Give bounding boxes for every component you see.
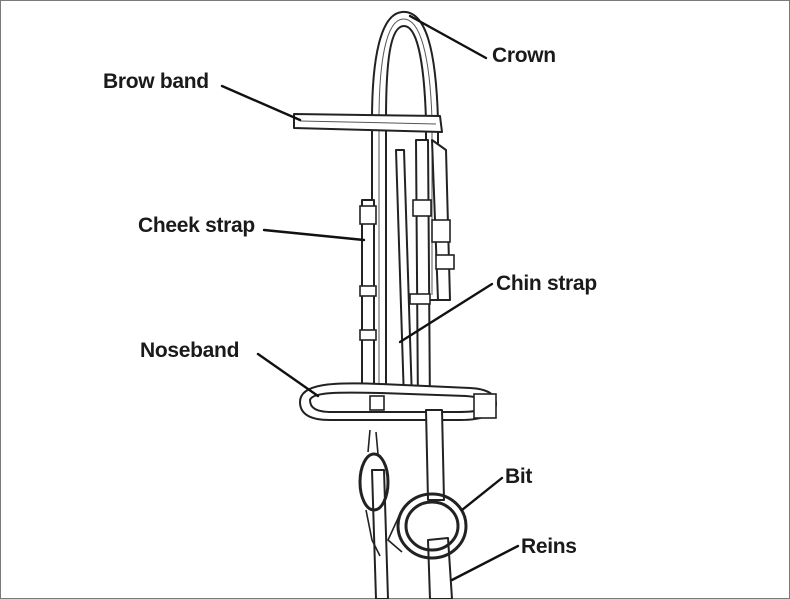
noseband-label: Noseband: [140, 339, 240, 362]
reins-leader: [450, 544, 520, 582]
crown-leader: [408, 14, 488, 60]
leader-lines: [220, 14, 520, 582]
noseband: [299, 382, 497, 421]
chin-strap-label: Chin strap: [496, 272, 597, 295]
chin-strap-leader: [398, 282, 494, 344]
cheek-strap-label: Cheek strap: [138, 214, 255, 237]
bit-label: Bit: [505, 465, 533, 488]
cheek-strap: [359, 199, 377, 401]
crown-label: Crown: [492, 44, 556, 67]
brow-band: [293, 113, 443, 133]
bit: [358, 429, 468, 560]
reins-label: Reins: [521, 535, 577, 558]
brow-band-label: Brow band: [103, 70, 209, 93]
noseband-leader: [256, 352, 320, 398]
brow-band-leader: [220, 84, 302, 122]
cheek-strap-leader: [262, 228, 366, 242]
chin-strap: [395, 149, 413, 401]
bit-leader: [460, 476, 504, 512]
right-cheek-pieces: [409, 139, 455, 411]
